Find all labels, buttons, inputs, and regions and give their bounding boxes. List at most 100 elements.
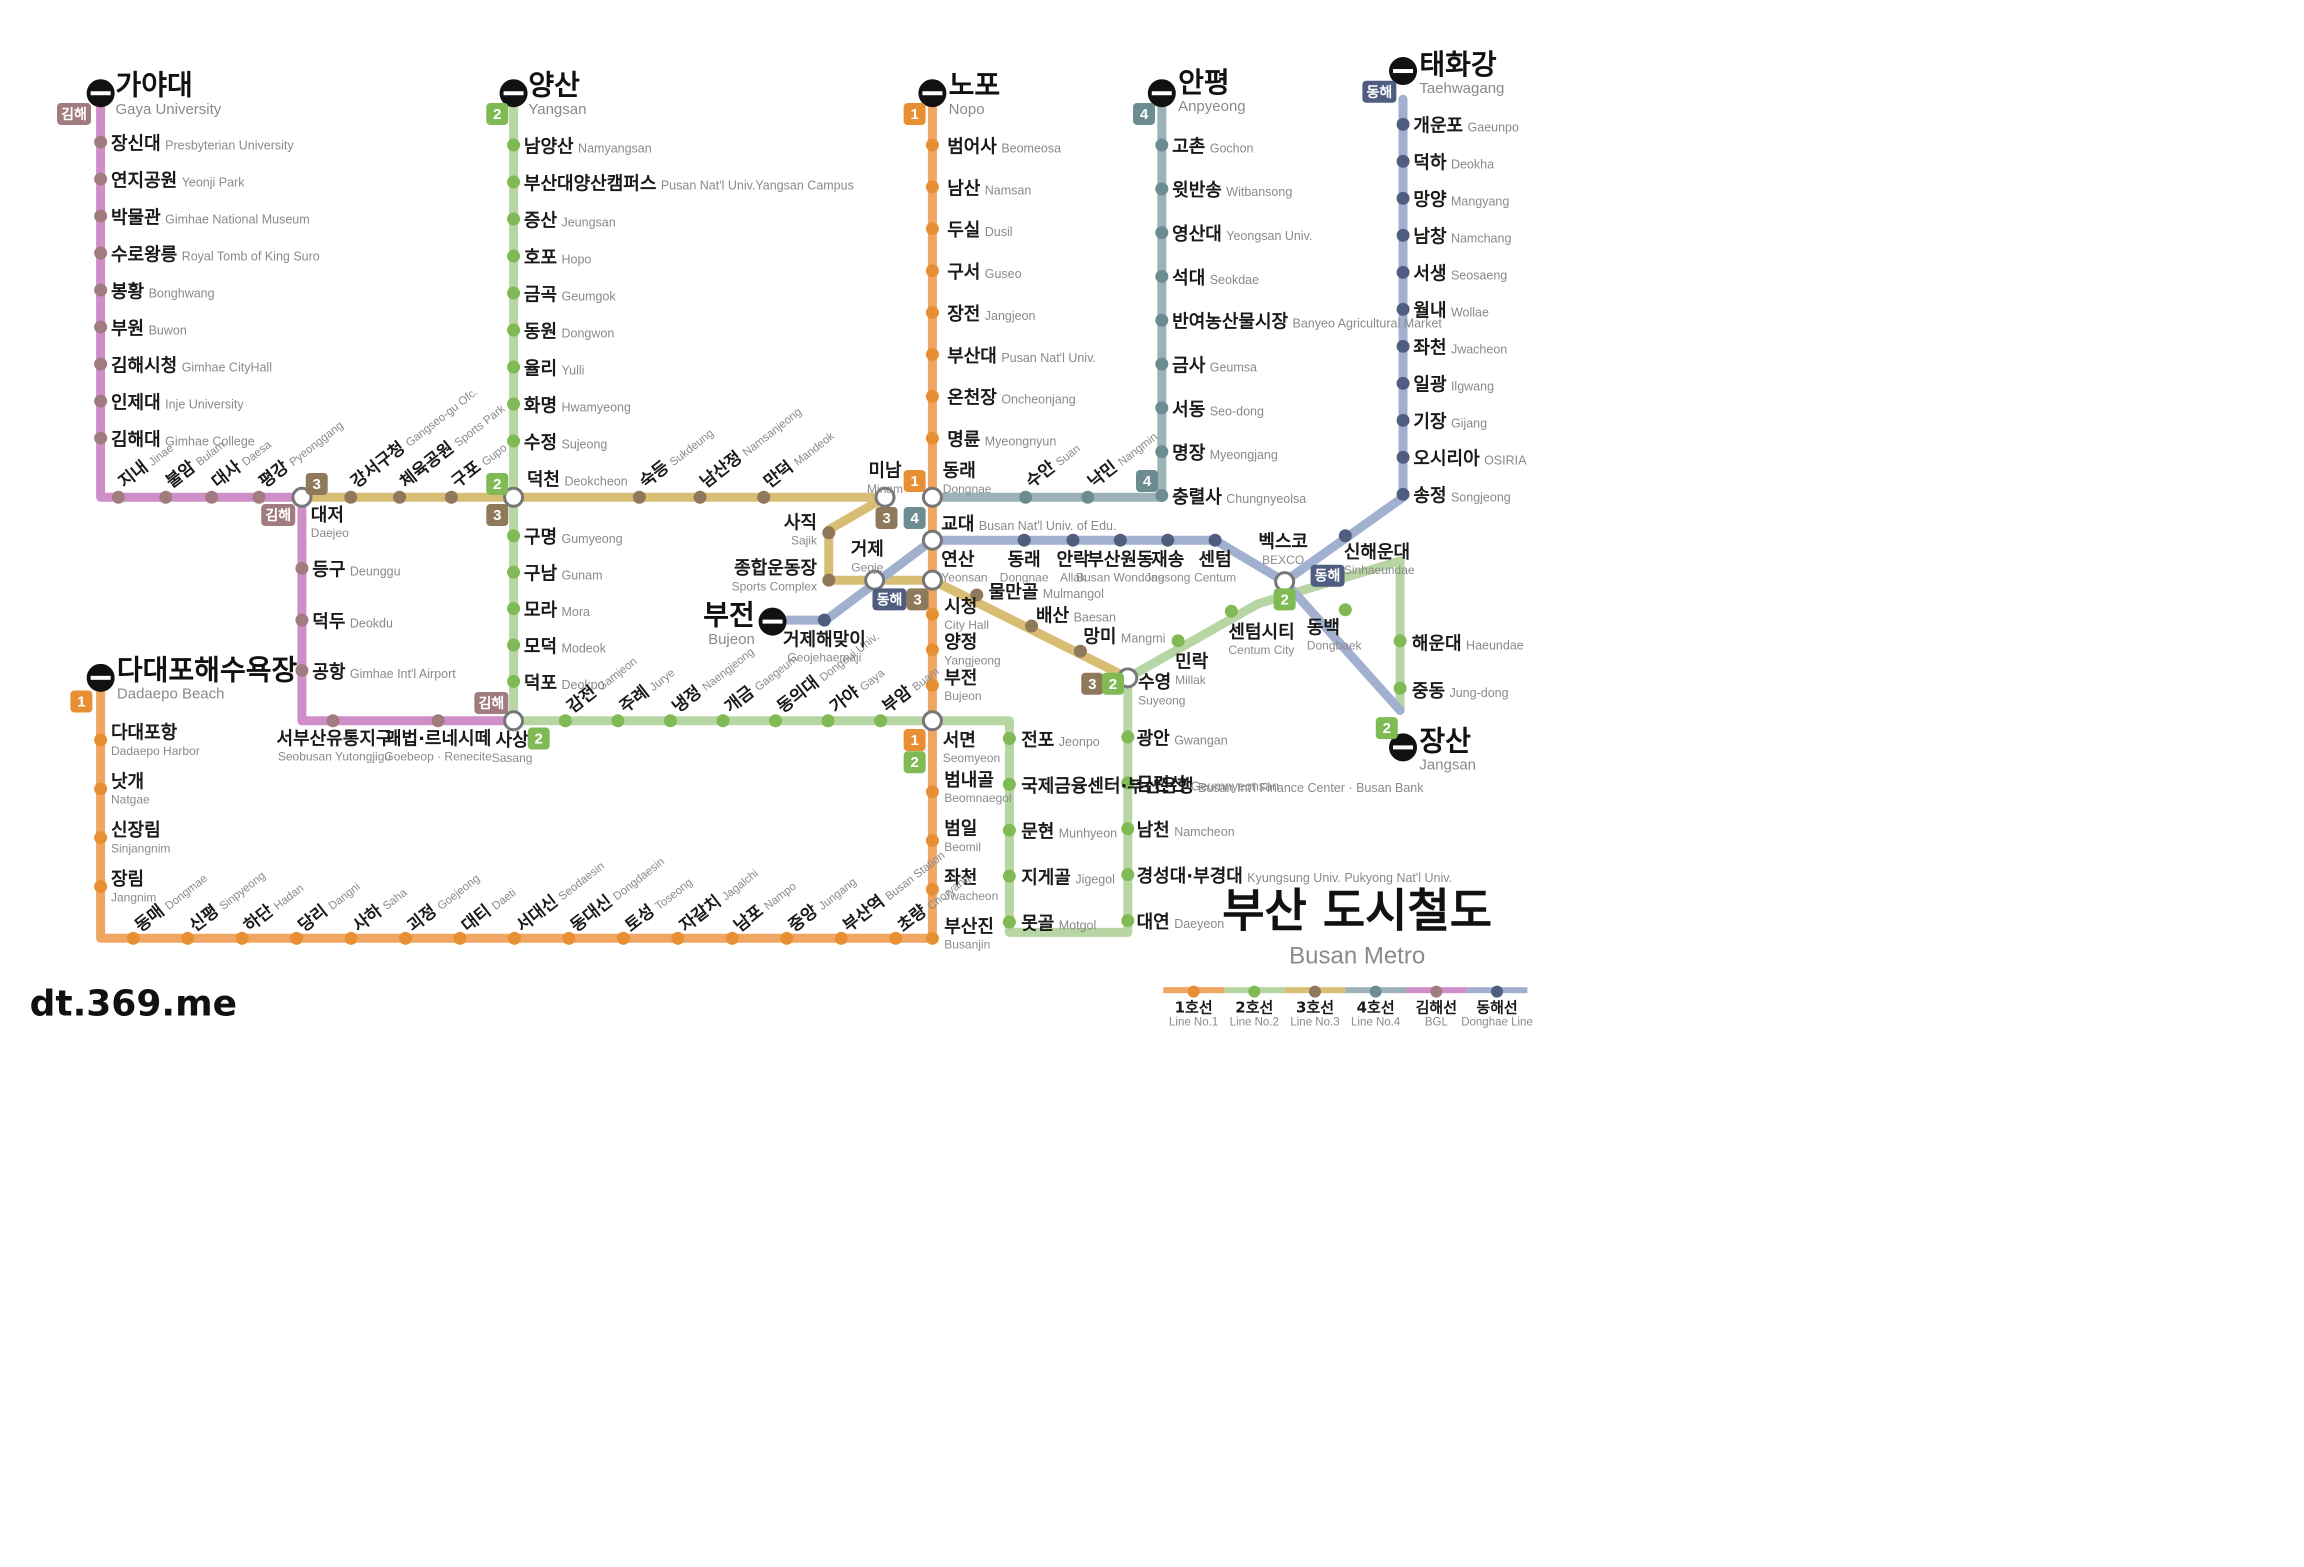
- station-dot[interactable]: [1171, 634, 1185, 648]
- station-dot[interactable]: [663, 714, 677, 728]
- station-dot[interactable]: [94, 394, 108, 408]
- station-dot[interactable]: [94, 782, 108, 796]
- station-dot[interactable]: [1121, 822, 1135, 836]
- station-dot[interactable]: [1396, 339, 1410, 353]
- station-dot[interactable]: [159, 490, 173, 504]
- station-dot[interactable]: [925, 643, 939, 657]
- station-dot[interactable]: [94, 283, 108, 297]
- station-dot[interactable]: [821, 714, 835, 728]
- station-dot[interactable]: [1338, 603, 1352, 617]
- station-dot[interactable]: [94, 357, 108, 371]
- station-dot[interactable]: [822, 573, 836, 587]
- station-dot[interactable]: [925, 180, 939, 194]
- station-dot[interactable]: [1393, 634, 1407, 648]
- station-dot[interactable]: [94, 431, 108, 445]
- station-dot[interactable]: [925, 834, 939, 848]
- station-dot[interactable]: [453, 931, 467, 945]
- station-dot[interactable]: [1396, 450, 1410, 464]
- station-dot[interactable]: [925, 389, 939, 403]
- station-dot[interactable]: [94, 880, 108, 894]
- station-dot[interactable]: [507, 638, 521, 652]
- station-dot[interactable]: [1121, 776, 1135, 790]
- station-dot[interactable]: [94, 209, 108, 223]
- station-dot[interactable]: [507, 674, 521, 688]
- transfer-bexco[interactable]: [1274, 571, 1296, 593]
- station-dot[interactable]: [925, 264, 939, 278]
- station-dot[interactable]: [757, 490, 771, 504]
- station-dot[interactable]: [1208, 533, 1222, 547]
- station-dot[interactable]: [616, 931, 630, 945]
- station-dot[interactable]: [507, 175, 521, 189]
- station-dot[interactable]: [1155, 313, 1169, 327]
- station-dot[interactable]: [1121, 868, 1135, 882]
- station-dot[interactable]: [925, 431, 939, 445]
- station-dot[interactable]: [1002, 823, 1016, 837]
- station-dot[interactable]: [925, 138, 939, 152]
- station-dot[interactable]: [94, 831, 108, 845]
- station-dot[interactable]: [1002, 732, 1016, 746]
- station-dot[interactable]: [1002, 777, 1016, 791]
- station-dot[interactable]: [769, 714, 783, 728]
- station-dot[interactable]: [671, 931, 685, 945]
- station-dot[interactable]: [925, 931, 939, 945]
- station-dot[interactable]: [326, 714, 340, 728]
- station-dot[interactable]: [507, 602, 521, 616]
- station-dot[interactable]: [290, 931, 304, 945]
- station-dot[interactable]: [94, 135, 108, 149]
- station-dot[interactable]: [94, 246, 108, 260]
- station-dot[interactable]: [1396, 376, 1410, 390]
- station-dot[interactable]: [562, 931, 576, 945]
- transfer-gyodae[interactable]: [921, 529, 943, 551]
- station-dot[interactable]: [822, 526, 836, 540]
- station-dot[interactable]: [693, 490, 707, 504]
- station-dot[interactable]: [1155, 269, 1169, 283]
- station-dot[interactable]: [925, 882, 939, 896]
- station-dot[interactable]: [1073, 644, 1087, 658]
- station-dot[interactable]: [94, 320, 108, 334]
- station-dot[interactable]: [252, 490, 266, 504]
- station-dot[interactable]: [1155, 138, 1169, 152]
- transfer-seomyeon[interactable]: [921, 710, 943, 732]
- station-dot[interactable]: [295, 561, 309, 575]
- station-dot[interactable]: [1396, 413, 1410, 427]
- station-dot[interactable]: [925, 222, 939, 236]
- station-dot[interactable]: [507, 323, 521, 337]
- station-dot[interactable]: [507, 212, 521, 226]
- station-dot[interactable]: [834, 931, 848, 945]
- station-dot[interactable]: [94, 172, 108, 186]
- station-dot[interactable]: [780, 931, 794, 945]
- station-dot[interactable]: [205, 490, 219, 504]
- station-dot[interactable]: [1121, 914, 1135, 928]
- station-dot[interactable]: [1393, 681, 1407, 695]
- station-dot[interactable]: [1081, 490, 1095, 504]
- station-dot[interactable]: [507, 397, 521, 411]
- station-dot[interactable]: [1396, 117, 1410, 131]
- transfer-yeonsan[interactable]: [921, 569, 943, 591]
- station-dot[interactable]: [1066, 533, 1080, 547]
- station-dot[interactable]: [111, 490, 125, 504]
- station-dot[interactable]: [1396, 191, 1410, 205]
- station-dot[interactable]: [126, 931, 140, 945]
- station-dot[interactable]: [632, 490, 646, 504]
- station-dot[interactable]: [507, 529, 521, 543]
- station-dot[interactable]: [925, 607, 939, 621]
- station-dot[interactable]: [507, 565, 521, 579]
- station-dot[interactable]: [295, 613, 309, 627]
- station-dot[interactable]: [1396, 265, 1410, 279]
- station-dot[interactable]: [1161, 533, 1175, 547]
- station-dot[interactable]: [94, 733, 108, 747]
- station-dot[interactable]: [558, 714, 572, 728]
- station-dot[interactable]: [507, 138, 521, 152]
- station-dot[interactable]: [344, 490, 358, 504]
- station-dot[interactable]: [725, 931, 739, 945]
- station-dot[interactable]: [1338, 529, 1352, 543]
- station-dot[interactable]: [1155, 489, 1169, 503]
- station-dot[interactable]: [1121, 730, 1135, 744]
- transfer-minam[interactable]: [874, 486, 896, 508]
- station-dot[interactable]: [444, 490, 458, 504]
- station-dot[interactable]: [1113, 533, 1127, 547]
- station-dot[interactable]: [1002, 869, 1016, 883]
- station-dot[interactable]: [1019, 490, 1033, 504]
- station-dot[interactable]: [1155, 226, 1169, 240]
- station-dot[interactable]: [393, 490, 407, 504]
